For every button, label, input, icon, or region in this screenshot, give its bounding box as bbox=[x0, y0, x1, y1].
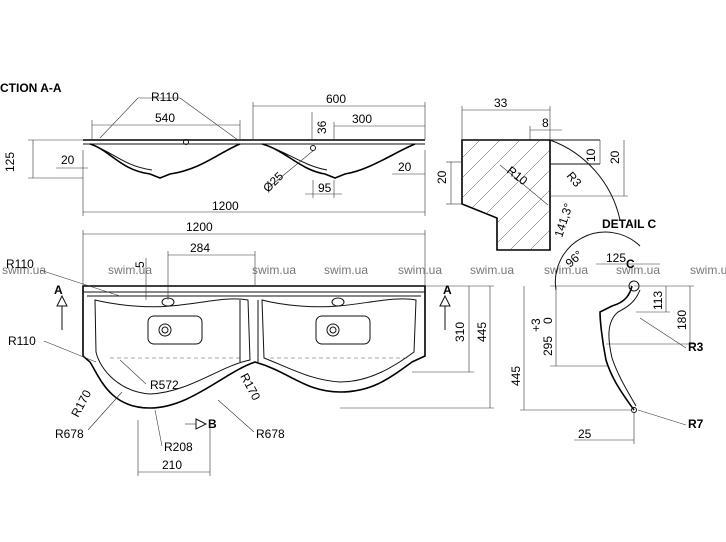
dim-r3-detail: R3 bbox=[564, 169, 585, 190]
dim-1200-plan: 1200 bbox=[186, 220, 213, 234]
watermark-8: swim.ua bbox=[616, 263, 660, 277]
section-a-a: CTION A-A R110 540 600 300 36 bbox=[0, 81, 426, 216]
plan-view: 1200 284 5 R110 R110 R572 R170 R170 R678… bbox=[6, 220, 494, 476]
dim-20-detail-right: 20 bbox=[608, 150, 622, 164]
watermark-6: swim.ua bbox=[470, 263, 514, 277]
dim-300: 300 bbox=[352, 112, 372, 126]
dim-113: 113 bbox=[651, 291, 665, 310]
watermark-1: swim.ua bbox=[2, 263, 46, 277]
dim-tol-plus: +3 bbox=[529, 318, 543, 332]
dim-r110-plan-top: R110 bbox=[6, 257, 34, 271]
detail-edge: 33 8 10 20 20 R10 R3 141,3° bbox=[435, 96, 628, 251]
section-a-right-label: A bbox=[443, 283, 452, 297]
watermark-5: swim.ua bbox=[398, 263, 442, 277]
dim-angle-141: 141,3° bbox=[552, 201, 576, 239]
dim-25-detail: 25 bbox=[578, 427, 592, 441]
dim-95: 95 bbox=[318, 181, 332, 195]
dim-r7: R7 bbox=[688, 417, 704, 431]
dim-20-left: 20 bbox=[61, 153, 75, 167]
watermark-9: swim.ua bbox=[690, 263, 726, 277]
dim-445-plan: 445 bbox=[475, 322, 489, 342]
detail-c-title: DETAIL C bbox=[602, 217, 657, 231]
dim-295: 295 bbox=[541, 336, 555, 356]
detail-c: DETAIL C 96° C 125 113 180 +3 0 295 445 bbox=[509, 217, 704, 444]
dim-210: 210 bbox=[162, 458, 182, 472]
watermark-row: swim.ua swim.ua swim.ua swim.ua swim.ua … bbox=[2, 263, 726, 277]
dim-284: 284 bbox=[190, 241, 210, 255]
dim-r110-section: R110 bbox=[151, 90, 179, 104]
watermark-2: swim.ua bbox=[108, 263, 152, 277]
dim-540: 540 bbox=[155, 111, 175, 125]
watermark-3: swim.ua bbox=[252, 263, 296, 277]
watermark-4: swim.ua bbox=[324, 263, 368, 277]
dim-tol-zero: 0 bbox=[541, 317, 555, 324]
dim-310: 310 bbox=[453, 322, 467, 342]
dim-1200-section: 1200 bbox=[212, 199, 239, 213]
dim-20-detail-left: 20 bbox=[435, 170, 449, 184]
dim-600: 600 bbox=[326, 92, 346, 106]
dim-r170-left: R170 bbox=[68, 387, 94, 419]
dim-r572: R572 bbox=[150, 378, 179, 392]
dim-20-right: 20 bbox=[398, 160, 412, 174]
dim-445-detail: 445 bbox=[509, 366, 523, 386]
dim-r10-detail: R10 bbox=[504, 163, 530, 188]
watermark-7: swim.ua bbox=[544, 263, 588, 277]
section-title: CTION A-A bbox=[0, 81, 62, 95]
dim-8: 8 bbox=[542, 116, 549, 130]
section-a-left-label: A bbox=[54, 283, 63, 297]
section-b-label: B bbox=[208, 417, 217, 431]
dim-125: 125 bbox=[3, 152, 17, 172]
dim-r170-right: R170 bbox=[237, 371, 263, 403]
dim-36: 36 bbox=[315, 120, 329, 134]
dim-r678-left: R678 bbox=[55, 427, 84, 441]
dim-r110-plan-left: R110 bbox=[8, 334, 36, 348]
dim-5: 5 bbox=[133, 261, 147, 268]
dim-r678-right: R678 bbox=[256, 427, 285, 441]
dim-125-detail: 125 bbox=[606, 251, 626, 265]
dim-10: 10 bbox=[584, 148, 598, 162]
dim-33: 33 bbox=[494, 96, 508, 110]
dim-r208: R208 bbox=[164, 440, 193, 454]
dim-d25: Ø25 bbox=[260, 169, 286, 195]
dim-180: 180 bbox=[675, 310, 689, 330]
dim-r3-detail-c: R3 bbox=[688, 340, 704, 354]
